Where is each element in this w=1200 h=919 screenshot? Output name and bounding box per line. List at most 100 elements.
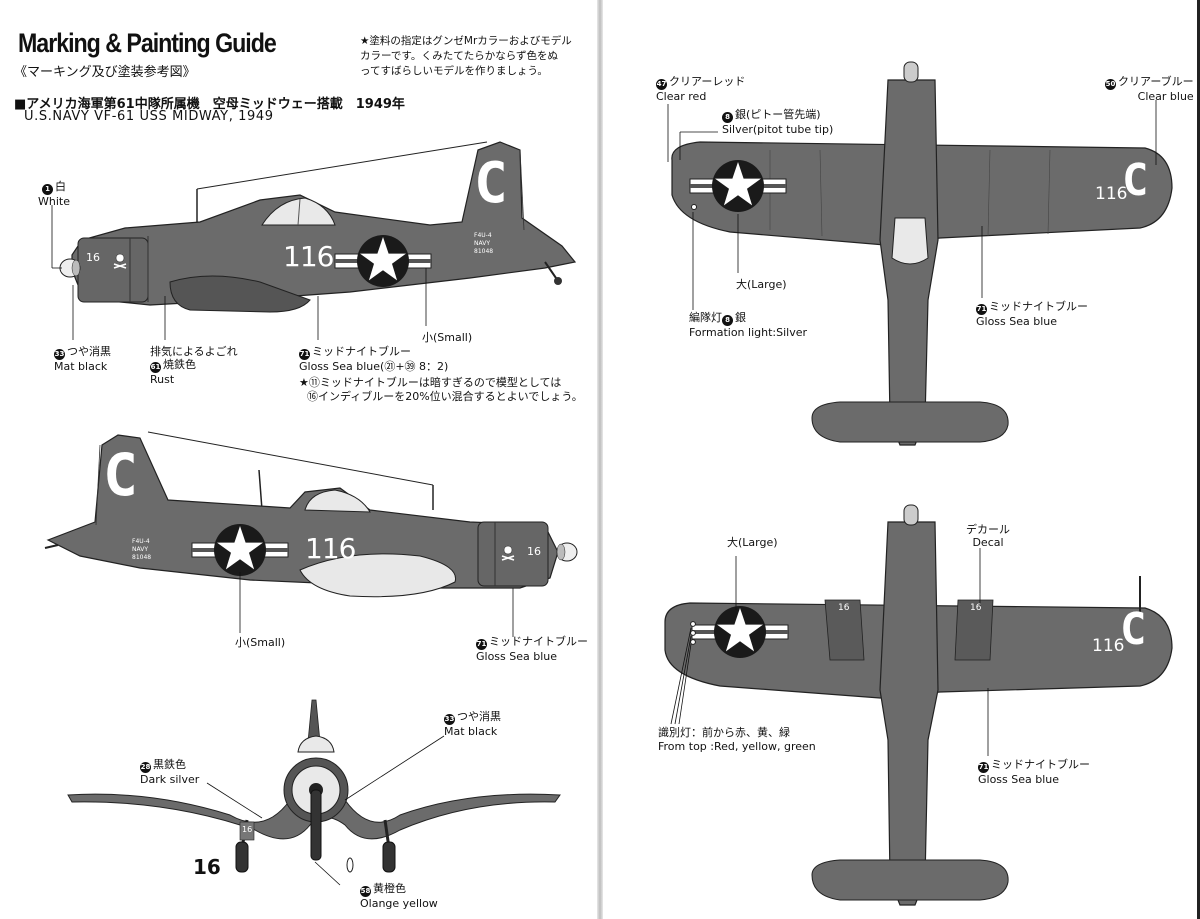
callout-en: Gloss Sea blue [976, 315, 1058, 328]
page-fold [597, 0, 603, 919]
front-view [67, 699, 561, 873]
serial-line: F4U-4 [132, 538, 150, 545]
callout-jp: 銀 [735, 311, 746, 324]
paint-number-badge: 8 [722, 112, 733, 123]
callout-jp: ミッドナイトブルー [489, 635, 588, 648]
side-number-side-1: 116 [283, 240, 334, 273]
side-number-side-2: 116 [305, 532, 356, 565]
cowl-number-side-1: 16 [86, 251, 100, 264]
callout-identification-lights: 識別灯：前から赤、黄、緑 From top :Red, yellow, gree… [658, 726, 816, 754]
gear-door-number-right: 16 [970, 603, 982, 613]
serial-line: 81048 [132, 554, 152, 561]
paint-number-badge: 50 [1105, 79, 1116, 90]
callout-en: (Small) [433, 331, 473, 344]
callout-en: Formation light:Silver [689, 326, 807, 339]
paint-number-badge: 1 [42, 184, 53, 195]
callout-jp: 編隊灯 [689, 311, 722, 324]
tail-letter-side-1: C [474, 151, 508, 216]
paint-mix-note-2: ⑯インディブルーを20%位い混合するとよいでしょう。 [307, 390, 583, 403]
top-wing-side-number: 116 [1095, 184, 1128, 204]
serial-side-1: F4U-4 NAVY 81048 [474, 232, 493, 256]
callout-en: Dark silver [140, 773, 200, 786]
callout-large-top: 大(Large) [736, 278, 787, 291]
callout-jp: デカール [966, 523, 1010, 536]
paint-number-badge: 71 [476, 639, 487, 650]
callout-small-2: 小(Small) [235, 636, 286, 649]
callout-jp: クリアーレッド [669, 75, 746, 88]
callout-large-bottom: 大(Large) [727, 536, 778, 549]
paint-number-badge: 33 [54, 349, 65, 360]
callout-en: Mat black [54, 360, 108, 373]
callout-en: Silver(pitot tube tip) [722, 123, 834, 136]
callout-jp: ミッドナイトブルー [989, 300, 1088, 313]
top-wing-letter: C [1122, 155, 1149, 206]
paint-number-badge: 33 [444, 714, 455, 725]
page-subtitle: 《マーキング及び塗装参考図》 [14, 65, 196, 80]
serial-line: NAVY [132, 546, 148, 553]
bottom-wing-side-number: 116 [1092, 636, 1125, 656]
callout-jp: 黒鉄色 [153, 758, 186, 771]
paint-note-line: カラーです。くみたてたらかならず色をぬ [360, 50, 559, 62]
tail-letter-side-2: C [103, 441, 138, 509]
aircraft-heading-jp: ■アメリカ海軍第61中隊所属機 空母ミッドウェー搭載 1949年 [14, 97, 405, 112]
top-view [671, 61, 1173, 446]
bottom-wing-letter: C [1120, 604, 1147, 655]
callout-en: Decal [972, 536, 1004, 549]
callout-jp: ミッドナイトブルー [991, 758, 1090, 771]
paint-note: ★塗料の指定はグンゼMrカラーおよびモデル カラーです。くみたてたらかならず色を… [360, 34, 572, 79]
callout-jp: クリアーブルー [1118, 75, 1194, 88]
page-edge [1197, 0, 1200, 919]
callout-small: 小(Small) [422, 331, 472, 344]
callout-jp: 排気によるよごれ [150, 345, 238, 358]
gear-door-number: 16 [242, 825, 253, 834]
callout-en: Clear red [656, 90, 707, 103]
paint-number-badge: 8 [722, 315, 733, 326]
callout-jp: 識別灯：前から赤、黄、緑 [658, 726, 790, 739]
gear-door-number-left: 16 [838, 603, 850, 613]
callout-jp: つや消黒 [67, 345, 111, 358]
callout-jp: ミッドナイトブルー [312, 345, 411, 358]
antenna-wire [196, 141, 488, 190]
paint-number-badge: 71 [976, 304, 987, 315]
callout-en: Gloss Sea blue [476, 650, 558, 663]
bottom-view [664, 504, 1173, 906]
paint-note-line: ってすばらしいモデルを作りましょう。 [360, 65, 548, 77]
paint-number-badge: 61 [150, 362, 161, 373]
callout-en: White [38, 195, 70, 208]
paint-number-badge: 71 [299, 349, 310, 360]
front-gear-number: 16 [193, 855, 221, 879]
callout-jp: 黄橙色 [373, 882, 406, 895]
callout-en: From top :Red, yellow, green [658, 740, 816, 753]
paint-number-badge: 28 [140, 762, 151, 773]
antenna-wire [147, 431, 434, 486]
callout-decal: デカール Decal [958, 523, 1018, 549]
callout-en: Gloss Sea blue(㉑+㊴ 8：2) [299, 360, 449, 373]
callout-en: Clear blue [1137, 90, 1194, 103]
callout-en: Mat black [444, 725, 498, 738]
callout-en: Rust [150, 373, 175, 386]
callout-jp: つや消黒 [457, 710, 501, 723]
callout-jp: 小 [422, 331, 433, 344]
paint-note-line: ★塗料の指定はグンゼMrカラーおよびモデル [360, 35, 572, 47]
callout-jp: 白 [55, 180, 66, 193]
callout-en: Gloss Sea blue [978, 773, 1060, 786]
serial-line: NAVY [474, 240, 490, 247]
paint-number-badge: 71 [978, 762, 989, 773]
side-view-right-facing [44, 431, 578, 598]
callout-jp: 銀(ピトー管先端) [735, 108, 821, 121]
leader-lines [51, 100, 1157, 886]
callout-en: Olange yellow [360, 897, 438, 910]
